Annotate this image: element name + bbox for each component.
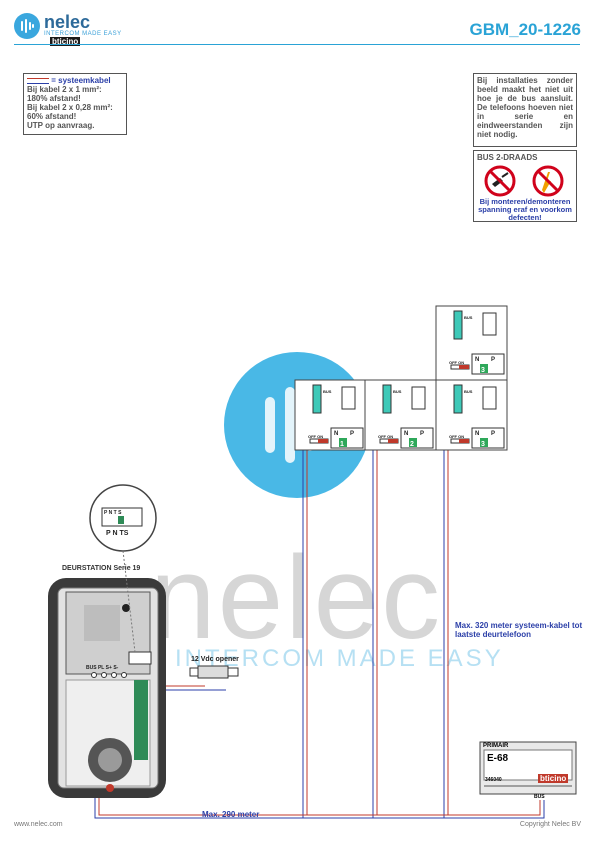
header-divider	[14, 44, 580, 45]
terminal-splus: S+	[105, 665, 112, 671]
max-320-note: Max. 320 meter systeem-kabel tot laatste…	[455, 621, 583, 639]
detail-letters: P N TS	[106, 530, 129, 537]
footer-website: www.nelec.com	[14, 821, 63, 828]
bus-title: BUS 2-DRAADS	[477, 153, 538, 162]
document-code: GBM_20-1226	[469, 20, 581, 39]
switch-s: S	[118, 510, 122, 516]
switch-p: P	[104, 510, 108, 516]
terminal-pl: PL	[97, 665, 105, 671]
bus-warning-text: Bij monteren/demonteren spanning eraf en…	[478, 197, 572, 222]
brand-logo-icon	[14, 13, 40, 39]
no-plug-icon	[484, 165, 564, 197]
cable-line: Bij kabel 2 x 1 mm²:	[27, 85, 102, 94]
cable-line: 180% afstand!	[27, 94, 81, 103]
phone-panel-group	[294, 305, 508, 451]
cable-line: Bij kabel 2 x 0,28 mm²:	[27, 103, 113, 112]
door-station	[48, 578, 166, 798]
cable-legend: = systeemkabel	[27, 76, 123, 85]
max-290-note: Max. 290 meter	[202, 810, 260, 819]
switch-t: T	[113, 510, 117, 516]
bus-warning-box: BUS 2-DRAADS Bij monteren/demonteren spa…	[473, 150, 577, 222]
psu-model: E-68	[487, 753, 509, 764]
psu-brand: bticino	[538, 774, 569, 783]
switch-n: N	[108, 510, 113, 516]
opener-label: 12 Vdc opener	[191, 656, 239, 663]
install-note: Bij installaties zonder beeld maakt het …	[473, 73, 577, 147]
terminal-smin: S-	[113, 665, 119, 671]
cable-line: 60% afstand!	[27, 112, 77, 121]
psu-code: 346040	[485, 777, 502, 783]
watermark-text: nelec	[150, 532, 443, 664]
cable-line: UTP op aanvraag.	[27, 121, 95, 130]
door-opener	[189, 665, 239, 679]
door-station-label: DEURSTATION Serie 19	[62, 565, 141, 572]
dip-switch-detail	[89, 484, 157, 653]
cable-note: = systeemkabel Bij kabel 2 x 1 mm²: 180%…	[23, 73, 127, 135]
bticino-logo: bticino	[50, 37, 81, 46]
cable-legend-icon	[27, 77, 49, 84]
psu-primary-label: PRIMAIR	[483, 743, 509, 749]
power-supply	[479, 741, 577, 795]
psu-bus-label: BUS	[534, 794, 545, 800]
terminal-bus: BUS	[86, 665, 97, 671]
brand-name: nelec	[44, 12, 91, 32]
door-terminals: BUS PL S+ S-	[86, 665, 118, 671]
door-switch-labels: P N T S	[104, 510, 121, 516]
footer-copyright: Copyright Nelec BV	[519, 821, 581, 828]
cable-legend-text: = systeemkabel	[51, 76, 111, 85]
brand-tagline: INTERCOM MADE EASY	[44, 31, 122, 37]
